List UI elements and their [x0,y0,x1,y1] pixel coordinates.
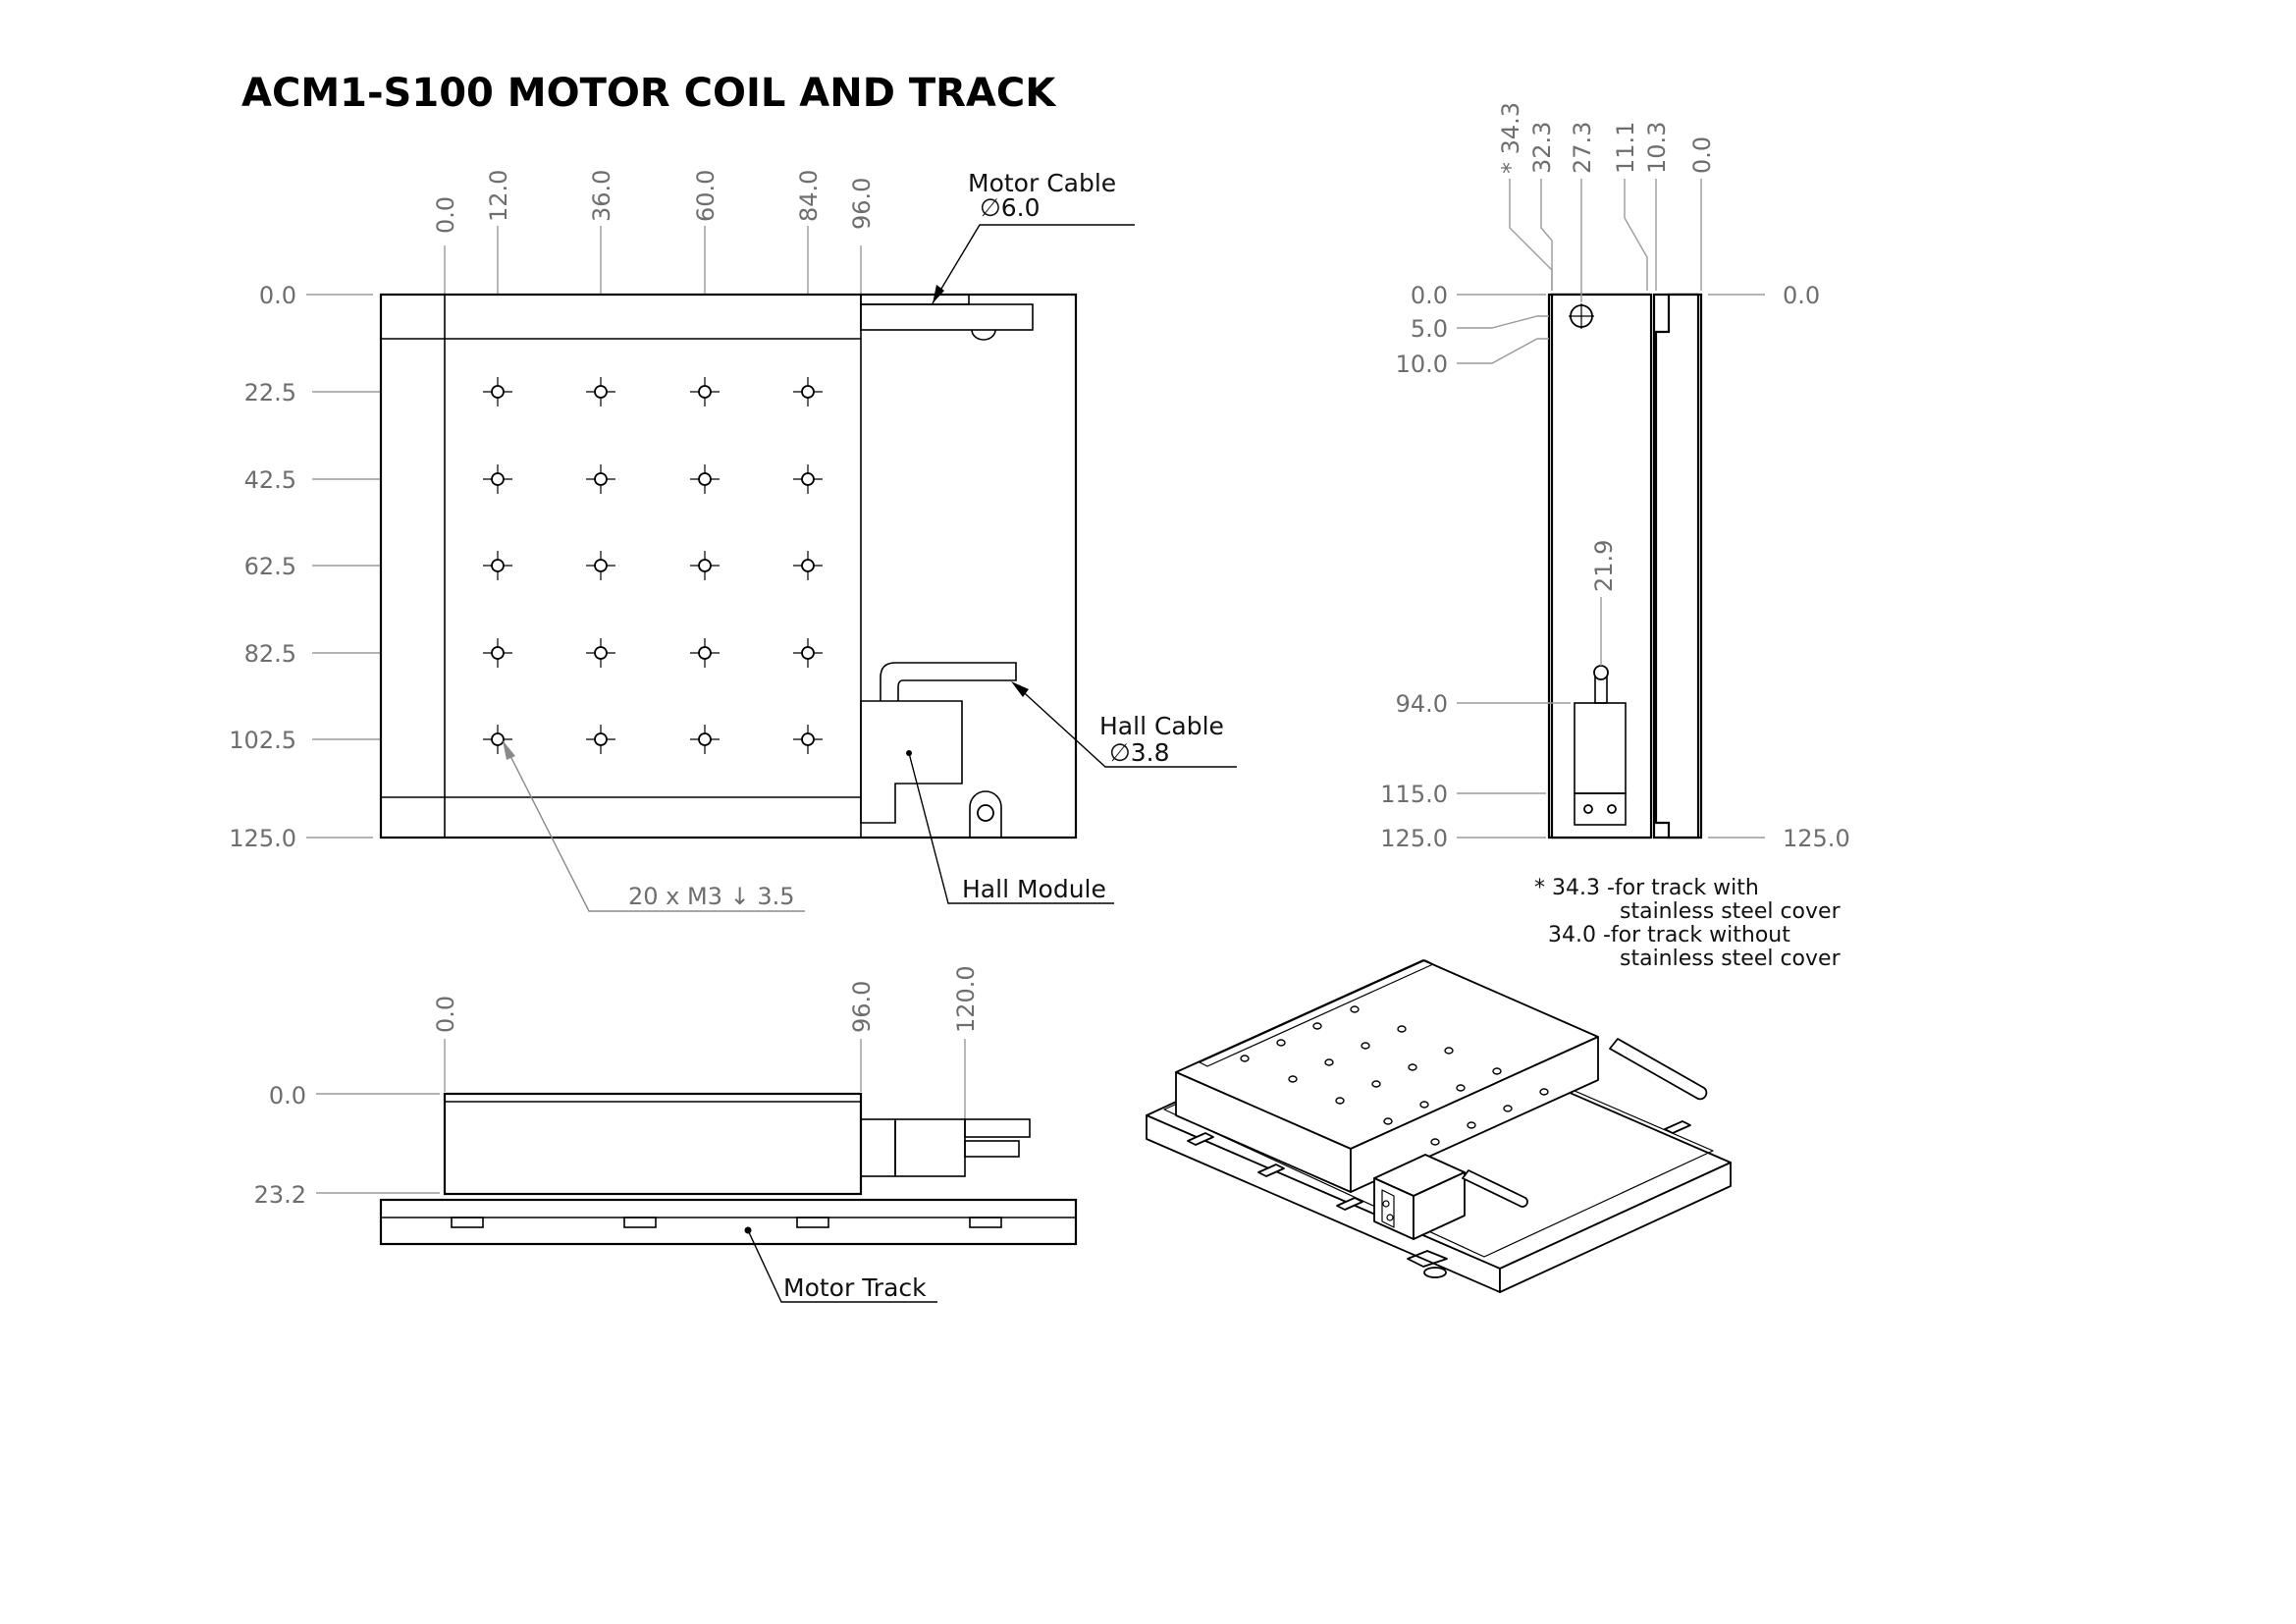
mounting-hole [801,732,815,746]
y-dim-42-5: 42.5 [244,466,296,494]
mounting-hole [801,559,815,572]
side-dim-0: 0.0 [1688,136,1716,174]
hall-cable-diameter: ∅3.8 [1109,738,1170,767]
mounting-hole [594,732,608,746]
isometric-view [1146,959,1732,1293]
mounting-hole [491,559,505,572]
side-dim-11-1: 11.1 [1612,122,1639,174]
x-dim-96: 96.0 [848,178,876,230]
front-x-dim-0: 0.0 [432,996,459,1033]
side-left-dim-125: 125.0 [1380,825,1448,852]
front-coil [443,1092,863,1196]
hole-callout: 20 x M3 ↓ 3.5 [628,883,795,910]
mounting-hole [698,472,712,486]
side-left-dim-94: 94.0 [1396,690,1448,718]
mounting-hole [801,472,815,486]
y-dim-102-5: 102.5 [229,727,296,754]
note-line-2: stainless steel cover [1620,899,1842,924]
front-x-dim-96: 96.0 [848,981,876,1033]
x-dim-12: 12.0 [485,170,512,222]
mounting-hole [698,732,712,746]
hall-cable [880,662,1017,701]
mounting-hole [594,472,608,486]
side-dim-34-3: * 34.3 [1497,102,1524,174]
x-dim-60: 60.0 [692,170,720,222]
mounting-hole [801,646,815,660]
mounting-hole [491,472,505,486]
hole-callout-leader [506,747,805,912]
side-left-dim-5: 5.0 [1411,315,1448,343]
side-dim-32-3: 32.3 [1528,122,1556,174]
motor-track-label: Motor Track [783,1273,927,1302]
note-line-4: stainless steel cover [1620,947,1842,971]
hall-module-label: Hall Module [962,875,1106,903]
vertical-dim-21-9: 21.9 [1590,540,1618,592]
front-motor-track [379,1198,1078,1246]
front-x-dim-120: 120.0 [952,965,980,1033]
motor-cable-label: Motor Cable [968,169,1116,197]
mounting-hole [594,646,608,660]
front-y-dim-0: 0.0 [269,1082,306,1110]
side-track [1654,293,1700,839]
side-left-dim-115: 115.0 [1380,781,1448,808]
y-dim-82-5: 82.5 [244,640,296,668]
side-view: 21.9 * 34.3 32.3 27.3 11.1 10.3 0.0 0.0 … [1380,102,1849,971]
mounting-holes [483,377,823,754]
mounting-hole [491,385,505,399]
side-left-dim-0: 0.0 [1411,282,1448,309]
hall-module [860,700,963,824]
mounting-hole [698,559,712,572]
note-line-1: * 34.3 -for track with [1534,876,1759,900]
note-line-3: 34.0 -for track without [1548,923,1790,947]
drawing-title: ACM1-S100 MOTOR COIL AND TRACK [241,71,1057,116]
side-dim-10-3: 10.3 [1643,122,1671,174]
x-dim-0: 0.0 [432,196,459,234]
front-view: 0.0 96.0 120.0 0.0 23.2 Motor Track [254,965,1078,1303]
side-left-dim-10: 10.0 [1396,351,1448,378]
motor-cable-diameter: ∅6.0 [980,193,1041,222]
y-dim-125: 125.0 [229,825,296,852]
mounting-hole [801,385,815,399]
side-right-dim-0: 0.0 [1783,282,1820,309]
hall-cable-label: Hall Cable [1099,712,1224,740]
mounting-hole [698,646,712,660]
y-dim-62-5: 62.5 [244,553,296,580]
mounting-hole [491,646,505,660]
mounting-hole [594,559,608,572]
front-y-dim-23-2: 23.2 [254,1181,306,1209]
y-dim-22-5: 22.5 [244,379,296,406]
top-view: 0.0 12.0 36.0 60.0 84.0 96.0 0.0 22.5 42… [229,169,1237,912]
mounting-hole [698,385,712,399]
mounting-hole [491,732,505,746]
side-right-dim-125: 125.0 [1783,825,1850,852]
x-dim-84: 84.0 [795,170,823,222]
x-dim-36: 36.0 [588,170,615,222]
side-dim-27-3: 27.3 [1569,122,1596,174]
y-dim-0: 0.0 [259,282,296,309]
mounting-hole [594,385,608,399]
